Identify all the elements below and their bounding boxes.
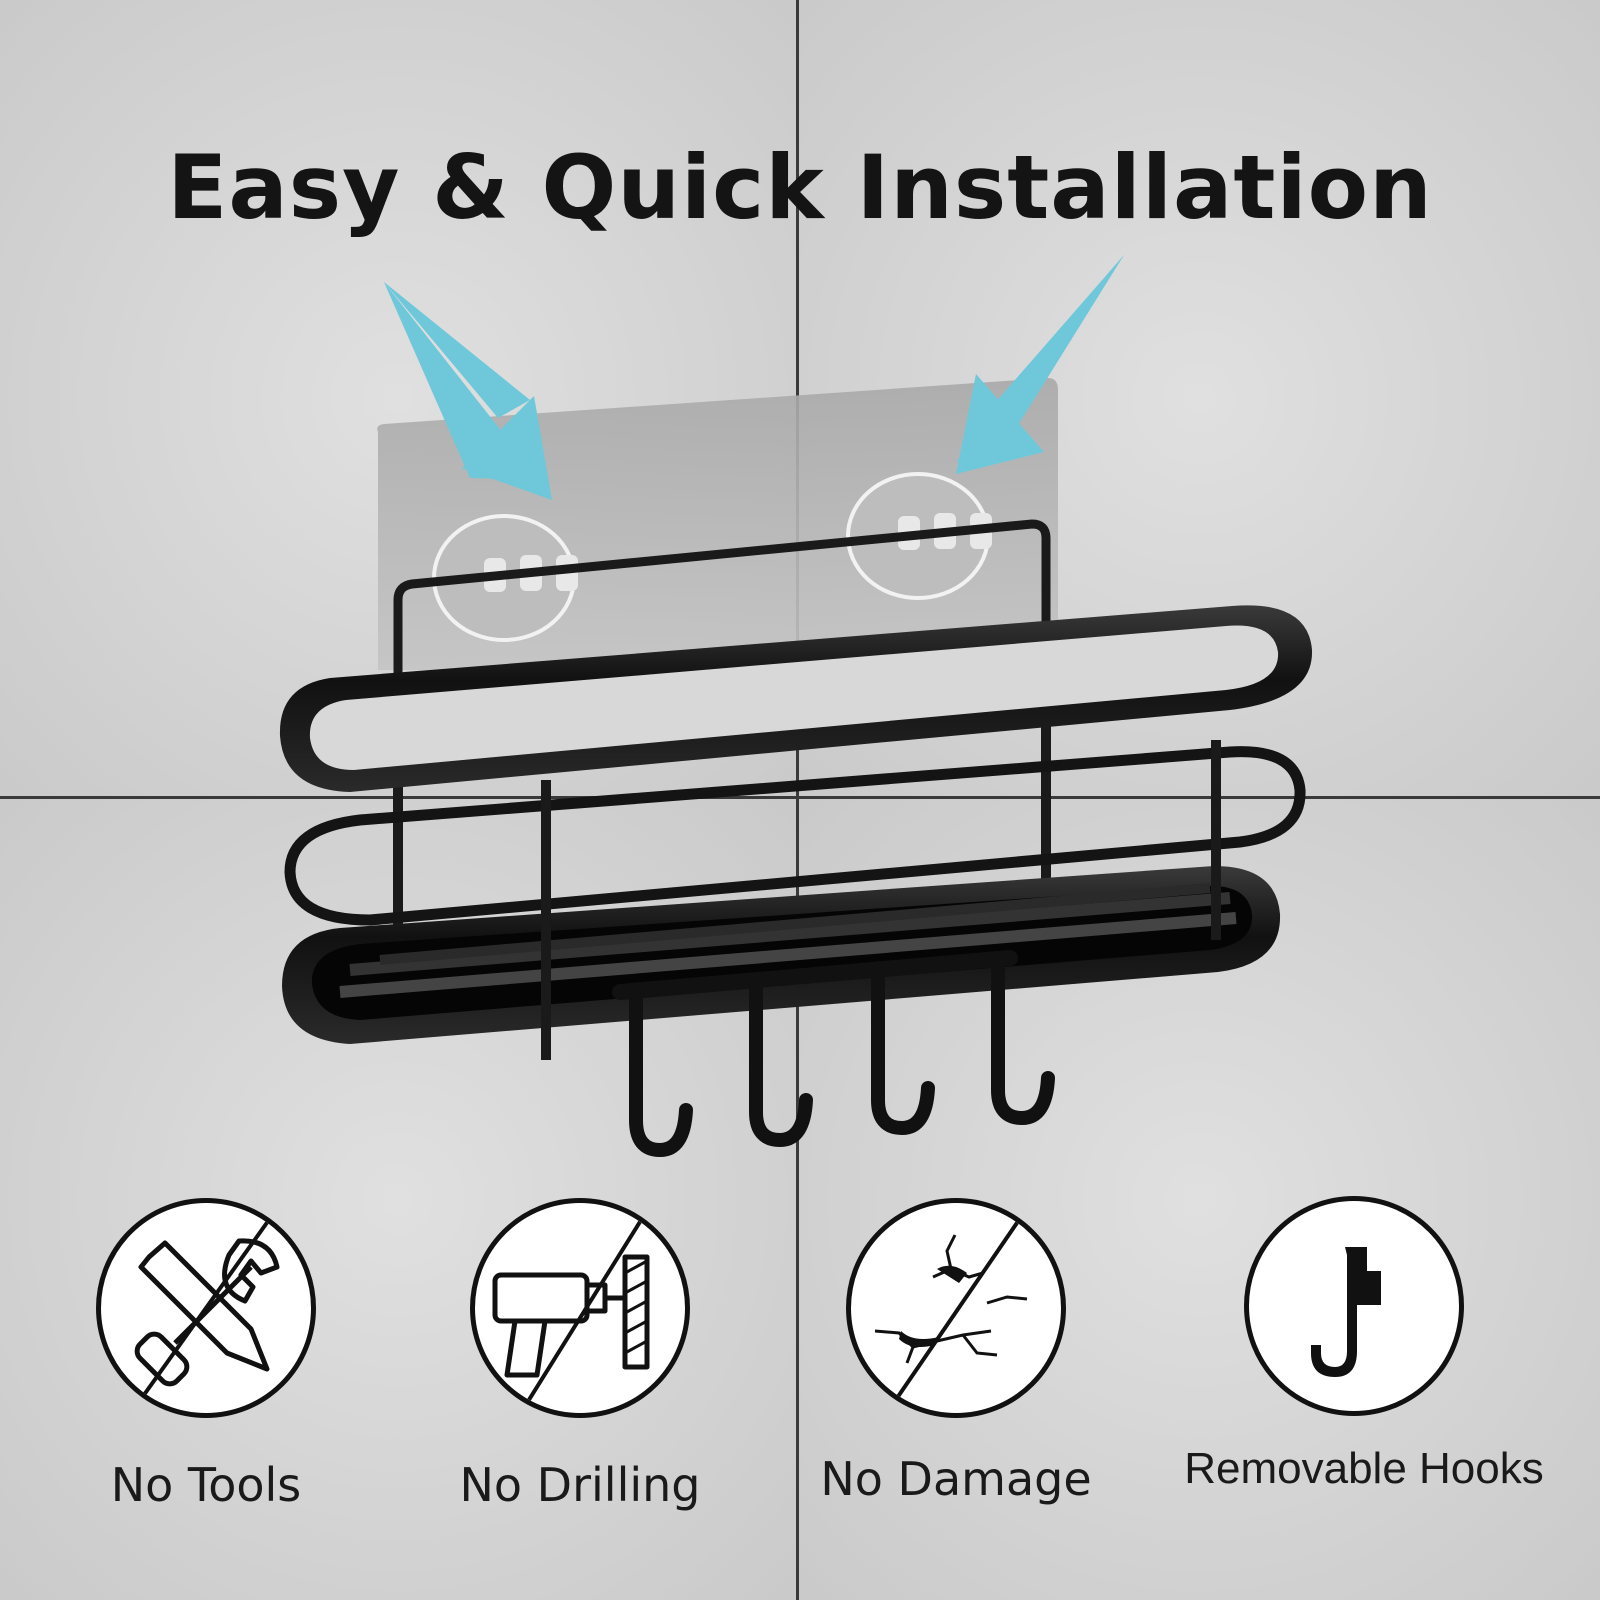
feature-no-damage: No Damage [756,1198,1156,1506]
hook [629,983,693,1158]
no-tools-icon [96,1198,316,1418]
hook-row [612,950,1055,1158]
hook-icon [1244,1196,1464,1416]
headline: Easy & Quick Installation [167,136,1433,239]
no-damage-icon [846,1198,1066,1418]
tile-grout-horizontal [0,796,1600,799]
hook [991,951,1055,1126]
hook [749,973,813,1148]
hanging-rail [393,519,1051,740]
top-rim [279,605,1313,792]
feature-removable-hooks: Removable Hooks [1164,1196,1564,1498]
bottom-tray [282,866,1281,1044]
feature-label: Removable Hooks [1184,1444,1544,1493]
arrow-icon-left [384,282,552,500]
feature-label: No Damage [820,1452,1092,1506]
feature-label: No Drilling [459,1458,701,1512]
feature-no-tools: No Tools [6,1198,406,1512]
hook [871,961,935,1136]
feature-no-drilling: No Drilling [380,1198,780,1512]
tile-grout-vertical [796,0,799,1600]
feature-label: No Tools [110,1458,302,1512]
no-drilling-icon [470,1198,690,1418]
middle-rail [284,746,1306,926]
arrow-icon-right [956,255,1124,474]
